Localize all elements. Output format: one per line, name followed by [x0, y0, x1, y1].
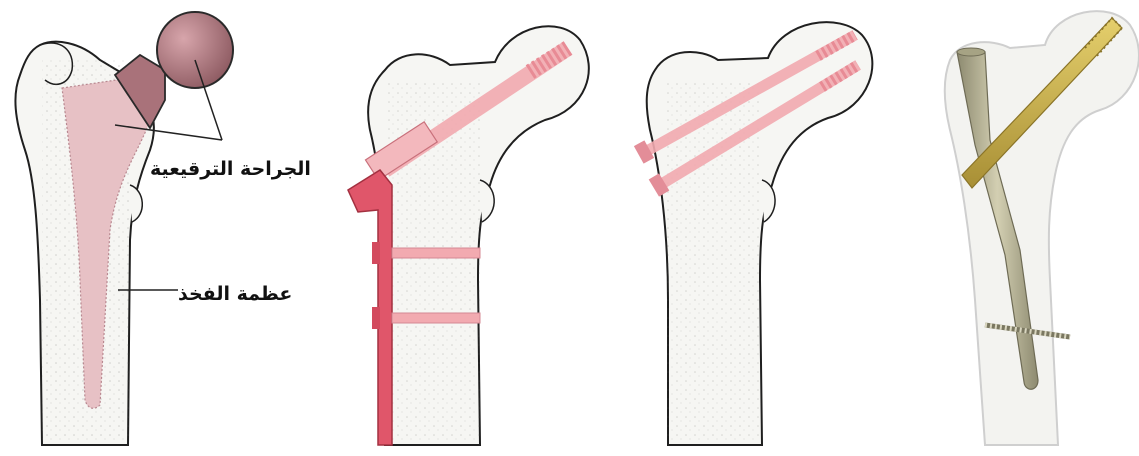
prosthesis-head: [157, 12, 233, 88]
figure-cannulated-screws: [634, 22, 872, 445]
arthroplasty-label: الجراحة الترقيعية: [150, 158, 311, 180]
figure-dhs-plate: [348, 26, 589, 445]
side-plate: [348, 170, 392, 445]
femur-label: عظمة الفخذ: [178, 283, 292, 305]
lesser-trochanter-3: [762, 180, 775, 222]
cortical-screw-head-1: [372, 242, 380, 264]
lesser-trochanter-2: [480, 180, 494, 222]
lesser-trochanter-1: [130, 185, 142, 222]
nail-top: [957, 48, 985, 56]
cortical-screw-head-2: [372, 307, 380, 329]
figure-arthroplasty: [15, 12, 233, 445]
figure-intramedullary-nail: [945, 11, 1139, 445]
cortical-screw-2: [392, 313, 480, 323]
cortical-screw-1: [392, 248, 480, 258]
